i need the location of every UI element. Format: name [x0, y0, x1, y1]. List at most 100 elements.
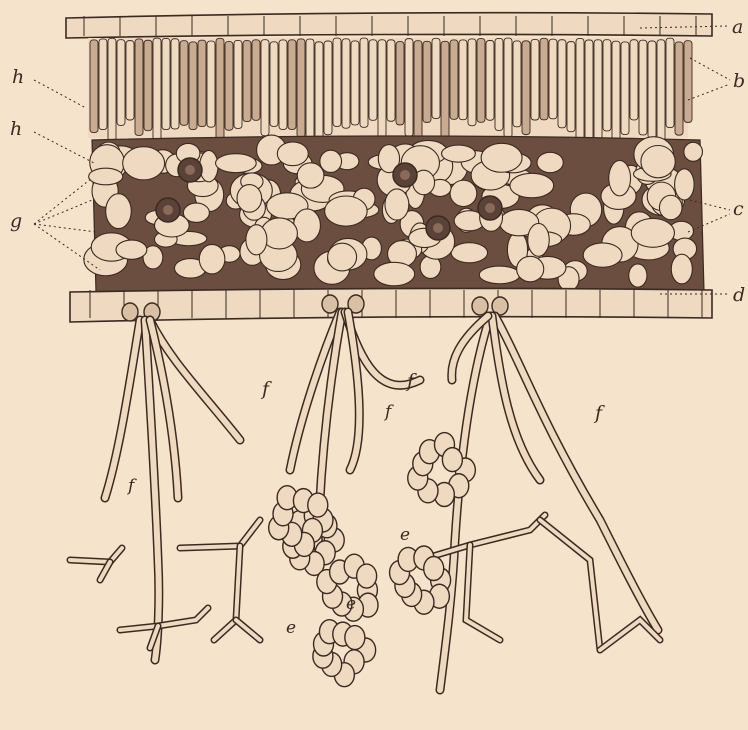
palisade-cell [351, 41, 359, 125]
hypha-branch-body [540, 520, 600, 650]
spongy-cell [450, 180, 477, 206]
upper-epidermis [66, 13, 712, 38]
label-c: c [733, 200, 744, 219]
palisade-cell [324, 41, 332, 135]
label-d: d [733, 286, 745, 305]
label-b: b [733, 72, 745, 91]
palisade-cell [549, 39, 557, 119]
spongy-cell [609, 160, 631, 195]
spongy-mesophyll [84, 135, 704, 292]
palisade-cell [522, 41, 530, 135]
palisade-cell [180, 41, 188, 126]
spore-lobe [442, 448, 462, 472]
spongy-cell [200, 150, 218, 181]
hypha-branch-body [420, 515, 545, 560]
palisade-cell [504, 38, 512, 138]
spore-lobe [357, 564, 377, 588]
spongy-cell [528, 223, 549, 256]
spongy-cell [106, 194, 132, 229]
hypha-body [105, 320, 140, 498]
spongy-cell [659, 195, 682, 219]
spongy-cell [297, 163, 324, 188]
spongy-cell [629, 264, 647, 287]
palisade-cell [279, 40, 287, 129]
palisade-cell [639, 40, 647, 135]
palisade-cell [234, 40, 242, 128]
stoma-guard-cell [322, 295, 338, 313]
palisade-cell [297, 39, 305, 137]
palisade-cell [621, 42, 629, 135]
palisade-cell [432, 38, 440, 118]
palisade-cell [441, 41, 449, 140]
spongy-cell [374, 262, 415, 285]
spongy-cell [89, 168, 123, 185]
label-e-upper: e [400, 527, 410, 544]
palisade-cell [684, 41, 692, 123]
palisade-cell [117, 40, 125, 126]
palisade-cell [657, 40, 665, 141]
spore-lobe [345, 626, 365, 650]
palisade-cell [261, 40, 269, 136]
palisade-cell [153, 38, 161, 142]
palisade-cell [306, 39, 314, 138]
leader-h-lower [34, 132, 96, 164]
spongy-cell [675, 169, 695, 200]
palisade-cell [378, 40, 386, 141]
spongy-cell [481, 143, 522, 172]
label-g: g [10, 212, 22, 231]
palisade-cell [144, 40, 152, 130]
palisade-cell [207, 41, 215, 127]
spongy-cell [328, 243, 357, 271]
palisade-cell [369, 40, 377, 121]
palisade-cell [558, 40, 566, 128]
spongy-cell [216, 154, 257, 173]
palisade-cell [198, 40, 206, 126]
spongy-cell [246, 225, 267, 255]
spongy-cell [294, 209, 321, 242]
palisade-cell [477, 39, 485, 123]
nucleus-core [185, 165, 195, 175]
palisade-cell [162, 38, 170, 129]
palisade-cell [585, 40, 593, 142]
palisade-cell [603, 40, 611, 131]
label-f-center-right: f [407, 372, 414, 391]
spore-lobe [424, 557, 444, 581]
palisade-cell [576, 38, 584, 141]
palisade-layer [88, 38, 692, 143]
palisade-cell [342, 39, 350, 128]
palisade-cell [189, 42, 197, 130]
spongy-cell [385, 189, 409, 220]
label-h-upper: h [12, 68, 24, 87]
palisade-cell [459, 40, 467, 120]
palisade-cell [333, 38, 341, 126]
palisade-cell [90, 40, 98, 133]
palisade-cell [594, 40, 602, 143]
palisade-cell [108, 38, 116, 141]
palisade-cell [648, 41, 656, 138]
label-h-lower: h [10, 120, 22, 139]
spore-lobe [308, 493, 328, 517]
fungal-hyphae [70, 312, 660, 690]
spongy-cell [451, 243, 487, 263]
palisade-cell [567, 42, 575, 132]
palisade-cell [216, 38, 224, 142]
leader-b [688, 58, 730, 100]
palisade-cell [360, 38, 368, 127]
palisade-cell [666, 38, 674, 127]
upper-epidermis-band [66, 13, 712, 38]
palisade-cell [171, 39, 179, 129]
leader-h-upper [34, 80, 86, 108]
palisade-cell [468, 39, 476, 126]
palisade-cell [225, 42, 233, 131]
palisade-cell [405, 39, 413, 137]
nucleus-core [433, 223, 443, 233]
spongy-cell [442, 145, 476, 162]
nucleus-core [163, 205, 173, 215]
palisade-cell [612, 41, 620, 142]
spongy-cell [641, 145, 675, 177]
hypha-branch-body [120, 608, 208, 630]
lower-epidermis-band [70, 288, 712, 322]
spongy-cell [517, 256, 544, 281]
palisade-cell [630, 40, 638, 120]
